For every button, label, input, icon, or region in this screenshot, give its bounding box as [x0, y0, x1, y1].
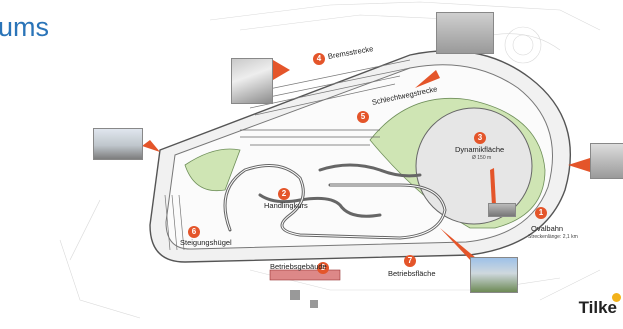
tilke-logo: Tilke — [578, 298, 617, 317]
area-number-1: 1 — [535, 207, 547, 219]
photo-hill-climb — [93, 128, 143, 160]
hill-climb — [164, 194, 185, 251]
building-block — [310, 300, 318, 308]
area-sub-dynamikflaeche: Ø 150 m — [472, 155, 492, 161]
dynamic-circle — [415, 107, 533, 225]
photo-dynamic-area — [436, 12, 494, 54]
area-label-betriebsgebaeude: Betriebsgebäude — [270, 262, 327, 271]
area-label-handlingkurs: Handlingkurs — [264, 201, 308, 210]
photo-brake-straight — [231, 58, 273, 104]
area-number-6: 6 — [188, 226, 200, 238]
area-label-betriebsflaeche: Betriebsfläche — [388, 269, 436, 278]
rough-road — [240, 129, 380, 146]
handling-course-centerline — [224, 165, 446, 239]
area-number-5: 5 — [357, 111, 369, 123]
area-number-7: 7 — [404, 255, 416, 267]
area-label-steigungshuegel: Steigungshügel — [180, 238, 232, 247]
callout-pointers — [142, 60, 590, 262]
area-number-8: 8 — [317, 262, 329, 274]
area-number-4: 4 — [313, 53, 325, 65]
photo-operating-area — [470, 257, 518, 293]
photo-dynamic-area-small — [488, 203, 516, 217]
area-label-dynamikflaeche: Dynamikfläche — [455, 145, 505, 154]
area-label-ovalbahn: Ovalbahn — [531, 224, 564, 233]
logo-dot-icon — [612, 293, 621, 302]
green-island-left — [184, 148, 241, 192]
area-sub-ovalbahn: Streckenlänge: 2,1 km — [528, 234, 578, 240]
area-number-3: 3 — [474, 132, 486, 144]
building-block — [290, 290, 300, 300]
photo-oval — [590, 143, 623, 179]
page-title-fragment: ums — [0, 12, 50, 42]
building-footprint — [269, 269, 341, 281]
area-number-2: 2 — [278, 188, 290, 200]
